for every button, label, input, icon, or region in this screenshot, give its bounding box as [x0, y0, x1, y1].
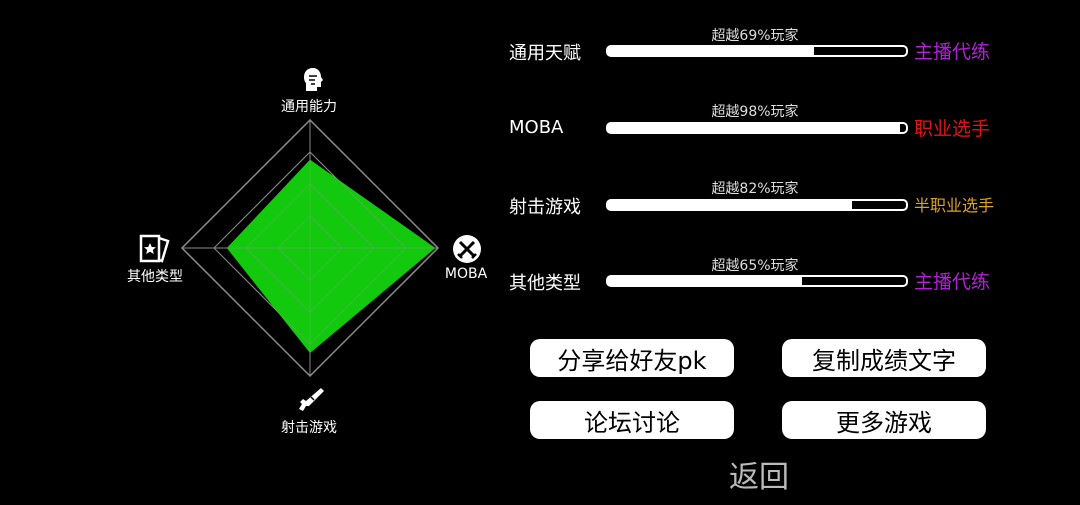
stat-caption: 超越65%玩家 — [711, 258, 799, 274]
radar-ring — [277, 215, 343, 281]
stat-label: 射击游戏 — [509, 197, 581, 218]
head-icon — [304, 68, 323, 91]
stat-caption: 超越69%玩家 — [711, 28, 799, 44]
progress-fill — [852, 201, 906, 209]
axis-label-other: 其他类型 — [127, 269, 183, 285]
more-games-button[interactable]: 更多游戏 — [782, 401, 986, 439]
stat-label: 通用天赋 — [509, 43, 581, 64]
progress-fill — [813, 47, 906, 55]
copy-result-button[interactable]: 复制成绩文字 — [782, 339, 986, 377]
stat-label: 其他类型 — [509, 273, 581, 294]
rank-label: 主播代练 — [914, 41, 991, 63]
stat-caption: 超越82%玩家 — [711, 181, 799, 197]
rank-label: 半职业选手 — [914, 196, 995, 215]
radar-grid-overlay — [180, 118, 440, 378]
axis-label-moba: MOBA — [444, 266, 488, 282]
progress-bar — [606, 122, 908, 134]
forum-button[interactable]: 论坛讨论 — [530, 401, 734, 439]
rank-label: 职业选手 — [914, 118, 991, 140]
progress-bar — [606, 45, 908, 57]
progress-fill — [801, 277, 906, 285]
radar-ring — [245, 183, 375, 313]
rank-label: 主播代练 — [914, 271, 991, 293]
radar-ring — [213, 151, 407, 345]
axis-label-general: 通用能力 — [281, 99, 337, 115]
progress-bar — [606, 275, 908, 287]
radar-chart — [180, 118, 440, 378]
radar-area — [226, 159, 436, 353]
swords-icon — [453, 235, 481, 263]
gun-icon — [299, 388, 324, 411]
share-pk-button[interactable]: 分享给好友pk — [530, 339, 734, 377]
radar-ring — [180, 118, 440, 378]
progress-fill — [900, 124, 906, 132]
stat-label: MOBA — [509, 117, 564, 138]
axis-label-shooter: 射击游戏 — [281, 420, 337, 436]
progress-bar — [606, 199, 908, 211]
card-icon — [139, 234, 170, 263]
back-button[interactable]: 返回 — [729, 460, 789, 495]
stat-caption: 超越98%玩家 — [711, 104, 799, 120]
